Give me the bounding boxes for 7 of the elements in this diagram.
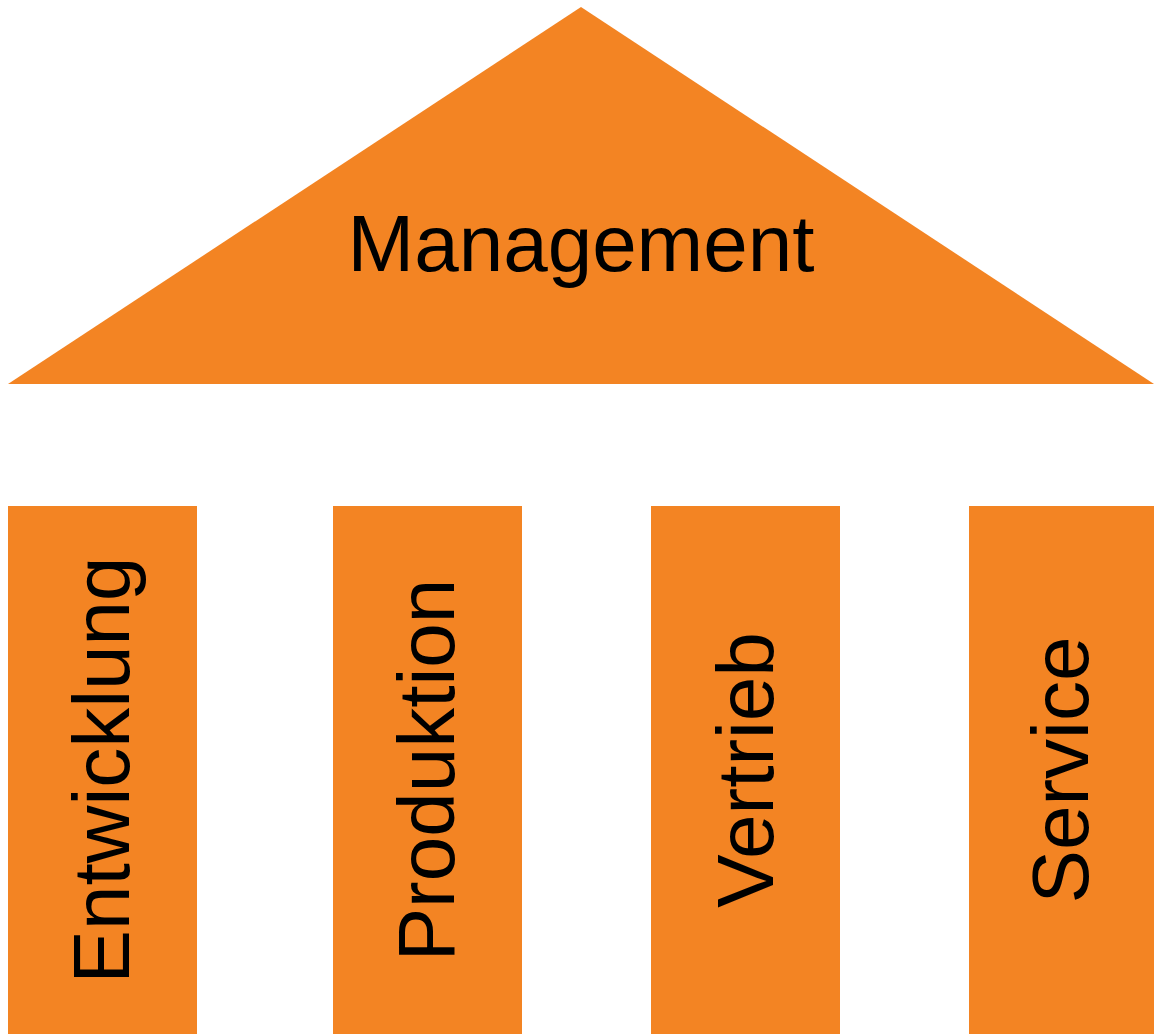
pillar-label: Vertrieb [705,632,786,908]
pillar [8,506,197,1034]
pillar-label: Service [1021,636,1102,904]
pillar [333,506,522,1034]
pillar-label: Produktion [387,578,468,962]
pillar [969,506,1154,1034]
pillar [651,506,840,1034]
